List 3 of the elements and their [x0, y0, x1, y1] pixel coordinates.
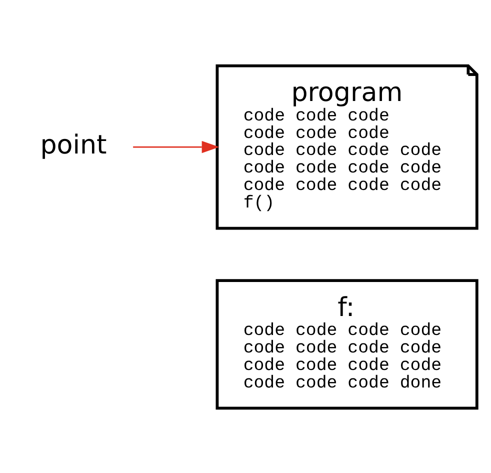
node-box: f: code code code code code code code code code code code code code code code done: [216, 278, 478, 410]
node-text: point: [40, 130, 107, 160]
arrow: [133, 140, 220, 153]
